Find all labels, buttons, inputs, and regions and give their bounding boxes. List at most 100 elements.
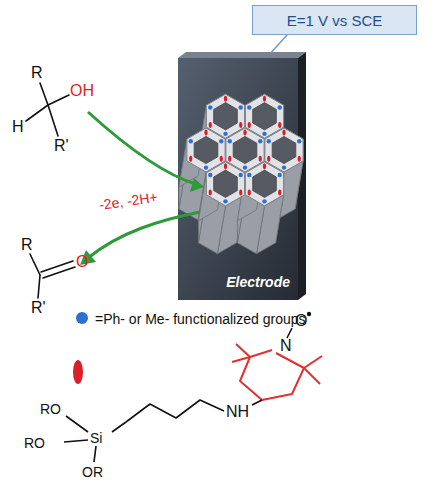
tempo-dot — [248, 122, 251, 128]
tempo-dot — [209, 190, 212, 196]
legend-swatch — [76, 312, 88, 324]
bond — [64, 440, 88, 442]
electrode-face — [178, 58, 298, 300]
functional-dot — [282, 165, 286, 169]
double-bond — [41, 261, 73, 272]
arrowhead — [190, 178, 204, 192]
pore-channel — [253, 103, 277, 130]
functional-dot — [189, 139, 193, 143]
functional-dot — [239, 173, 243, 177]
tempo-group-marker — [73, 360, 83, 384]
functional-dot — [267, 139, 271, 143]
functional-dot — [208, 173, 212, 177]
tempo-dot — [224, 96, 227, 102]
tempo-dot — [263, 163, 266, 169]
alcohol-r: R — [31, 64, 43, 82]
tempo-dot — [209, 122, 212, 128]
functional-dot — [297, 139, 301, 143]
tempo-dot — [189, 156, 192, 162]
node-text: Electrode — [226, 274, 290, 290]
pore-channel — [214, 170, 238, 197]
methyl-bond — [304, 356, 322, 368]
carbonyl-oxygen: O — [76, 253, 88, 271]
potential-callout: E=1 V vs SCE — [252, 5, 417, 35]
tempo-dot — [204, 129, 207, 135]
bond — [48, 105, 58, 136]
pore-channel — [194, 136, 218, 163]
tempo-dot — [239, 122, 242, 128]
bond — [287, 328, 292, 338]
pore-channel — [253, 170, 277, 197]
electrode-top — [178, 52, 306, 58]
hydrogen: H — [12, 118, 24, 136]
methyl-bond — [304, 368, 320, 384]
bond — [26, 105, 48, 121]
legend-text: =Ph- or Me- functionalized groups — [95, 310, 306, 328]
silicon: Si — [90, 429, 102, 447]
functional-dot — [239, 105, 243, 109]
methyl-bond — [232, 357, 250, 362]
connector-line — [272, 35, 287, 52]
functional-dot — [278, 105, 282, 109]
amine: NH — [226, 403, 249, 421]
tempo-dot — [220, 156, 223, 162]
functional-dot — [243, 165, 247, 169]
tempo-dot — [267, 156, 270, 162]
functional-dot — [247, 173, 251, 177]
electron-proton-note: -2e, -2H+ — [98, 188, 159, 214]
hydroxyl: OH — [70, 82, 94, 100]
pore-channel — [233, 136, 257, 163]
functional-dot — [278, 173, 282, 177]
tempo-dot — [228, 156, 231, 162]
methyl-bond — [236, 344, 250, 357]
functional-dot — [208, 105, 212, 109]
tempo-dot — [298, 156, 301, 162]
alkoxy: OR — [82, 463, 103, 481]
pore-channel — [272, 136, 296, 163]
nitrogen: N — [280, 337, 292, 355]
bond — [48, 95, 69, 105]
alkoxy: RO — [24, 434, 45, 452]
functional-dot — [262, 132, 266, 136]
callout-leader — [272, 35, 287, 52]
ketone-r: R — [21, 236, 33, 254]
tempo-dot — [263, 96, 266, 102]
pore-channel — [214, 103, 238, 130]
reaction-arrow — [88, 212, 200, 258]
alcohol-r-prime: R' — [54, 137, 69, 155]
radical-dot — [307, 312, 311, 316]
tempo-dot — [224, 163, 227, 169]
electrode-panel: Electrode — [178, 58, 298, 300]
bond — [66, 416, 88, 432]
tempo-dot — [248, 190, 251, 196]
tempo-dot — [278, 122, 281, 128]
node-text: E=1 V vs SCE — [287, 12, 382, 29]
ketone-r-prime: R' — [31, 299, 46, 317]
functional-dot — [219, 139, 223, 143]
functional-dot — [258, 139, 262, 143]
bond — [40, 83, 48, 105]
functional-dot — [204, 165, 208, 169]
functional-dot — [247, 105, 251, 109]
functional-dot — [262, 199, 266, 203]
double-bond — [43, 267, 75, 278]
functional-dot — [223, 132, 227, 136]
tempo-dot — [259, 156, 262, 162]
bond — [38, 275, 40, 298]
functional-dot — [228, 139, 232, 143]
tempo-dot — [243, 129, 246, 135]
functional-dot — [223, 199, 227, 203]
alkoxy: RO — [40, 400, 61, 418]
tempo-dot — [239, 190, 242, 196]
bond — [30, 254, 40, 275]
bond — [252, 400, 262, 405]
propyl-chain — [112, 400, 224, 432]
tempo-dot — [278, 190, 281, 196]
pore-face — [206, 162, 244, 206]
pore-face — [245, 162, 283, 206]
bond — [94, 446, 96, 462]
tempo-dot — [282, 129, 285, 135]
reaction-arrow — [88, 112, 196, 184]
